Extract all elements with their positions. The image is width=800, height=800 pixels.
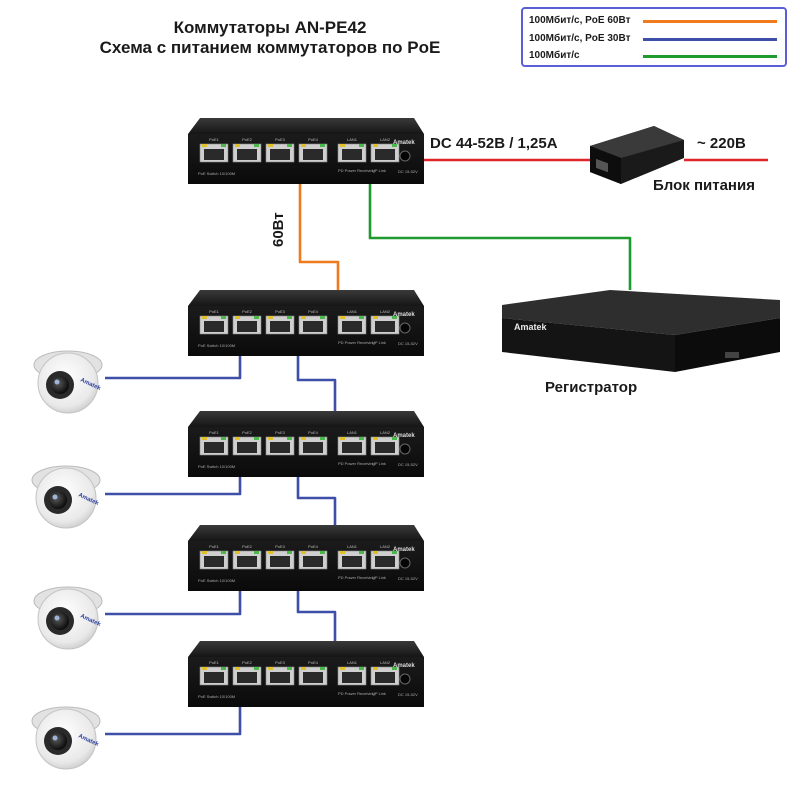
port-label: LAN1: [347, 544, 358, 549]
switch-pd-label: PD Power Receiving: [338, 691, 375, 696]
port-label: PoE3: [275, 137, 286, 142]
legend-line-poe30: [643, 38, 777, 41]
switch-model-label: PoE Switch 10/100M: [198, 694, 235, 699]
power-supply-icon: [590, 126, 684, 184]
port-label: PoE3: [275, 309, 286, 314]
switch-dc-label: DC 15-52V: [398, 169, 418, 174]
switch-pd-label: PD Power Receiving: [338, 575, 375, 580]
switch-dc-label: DC 15-52V: [398, 692, 418, 697]
switch-uplink-label: UP Link: [372, 461, 386, 466]
port-label: LAN1: [347, 137, 358, 142]
port-label: PoE2: [242, 544, 253, 549]
port-label: PoE4: [308, 660, 319, 665]
switch-brand: Amatek: [393, 663, 415, 669]
port-label: PoE4: [308, 430, 319, 435]
legend-label-lan: 100Мбит/с: [529, 50, 580, 61]
port-label: PoE3: [275, 544, 286, 549]
diagram-title: Коммутаторы AN-PE42 Схема с питанием ком…: [60, 18, 480, 58]
port-label: PoE1: [209, 309, 220, 314]
port-label: PoE2: [242, 660, 253, 665]
switch-dc-label: DC 15-52V: [398, 341, 418, 346]
switch-model-label: PoE Switch 10/100M: [198, 343, 235, 348]
dc-jack-icon: [399, 443, 411, 455]
port-label: PoE4: [308, 137, 319, 142]
ac-power-label: ~ 220В: [697, 135, 746, 152]
switch-brand: Amatek: [393, 547, 415, 553]
camera-wire-4: [105, 697, 242, 736]
port-label: LAN2: [380, 137, 391, 142]
dc-jack-icon: [399, 557, 411, 569]
psu-label: Блок питания: [653, 177, 755, 194]
title-line-2: Схема с питанием коммутаторов по PoE: [99, 38, 441, 57]
switch-brand: Amatek: [393, 140, 415, 146]
port-label: PoE4: [308, 309, 319, 314]
nvr-recorder-icon: Amatek: [502, 290, 780, 372]
camera-wire-3: [105, 580, 242, 616]
switch-pd-label: PD Power Receiving: [338, 340, 375, 345]
nvr-label: Регистратор: [545, 379, 638, 396]
uplink-to-nvr-wire: [368, 192, 632, 290]
switch-uplink-label: UP Link: [372, 168, 386, 173]
port-label: PoE2: [242, 137, 253, 142]
legend-line-lan: [643, 55, 777, 58]
switch-uplink-label: UP Link: [372, 691, 386, 696]
port-label: PoE2: [242, 309, 253, 314]
poe60-wire-label: 60Вт: [270, 212, 287, 247]
dome-camera-4: Amatek: [31, 706, 101, 770]
port-label: LAN1: [347, 660, 358, 665]
port-label: PoE1: [209, 660, 220, 665]
legend-label-poe30: 100Мбит/с, PoE 30Вт: [529, 33, 631, 44]
legend: 100Мбит/с, PoE 60Вт 100Мбит/с, PoE 30Вт …: [521, 7, 787, 67]
dome-camera-2: Amatek: [31, 465, 101, 529]
port-label: LAN2: [380, 309, 391, 314]
port-label: PoE2: [242, 430, 253, 435]
dome-camera-1: Amatek: [33, 350, 103, 414]
title-line-1: Коммутаторы AN-PE42: [173, 18, 367, 37]
port-label: LAN1: [347, 430, 358, 435]
switch-brand: Amatek: [393, 433, 415, 439]
port-label: PoE3: [275, 660, 286, 665]
port-label: LAN1: [347, 309, 358, 314]
nvr-brand: Amatek: [514, 322, 548, 332]
switch-dc-label: DC 15-52V: [398, 576, 418, 581]
port-label: LAN2: [380, 430, 391, 435]
port-label: PoE1: [209, 544, 220, 549]
port-label: PoE1: [209, 430, 220, 435]
switch-pd-label: PD Power Receiving: [338, 461, 375, 466]
dome-camera-3: Amatek: [33, 586, 103, 650]
dc-jack-icon: [399, 673, 411, 685]
dc-jack-icon: [399, 150, 411, 162]
switch-brand: Amatek: [393, 312, 415, 318]
port-label: PoE3: [275, 430, 286, 435]
dc-power-label: DC 44-52В / 1,25A: [430, 135, 558, 152]
switch-model-label: PoE Switch 10/100M: [198, 578, 235, 583]
switch-dc-label: DC 15-52V: [398, 462, 418, 467]
port-label: LAN2: [380, 660, 391, 665]
port-label: LAN2: [380, 544, 391, 549]
port-label: PoE1: [209, 137, 220, 142]
legend-label-poe60: 100Мбит/с, PoE 60Вт: [529, 15, 631, 26]
switch-uplink-label: UP Link: [372, 575, 386, 580]
switch-model-label: PoE Switch 10/100M: [198, 464, 235, 469]
dc-jack-icon: [399, 322, 411, 334]
switch-pd-label: PD Power Receiving: [338, 168, 375, 173]
switch-model-label: PoE Switch 10/100M: [198, 171, 235, 176]
legend-line-poe60: [643, 20, 777, 23]
switch-uplink-label: UP Link: [372, 340, 386, 345]
port-label: PoE4: [308, 544, 319, 549]
